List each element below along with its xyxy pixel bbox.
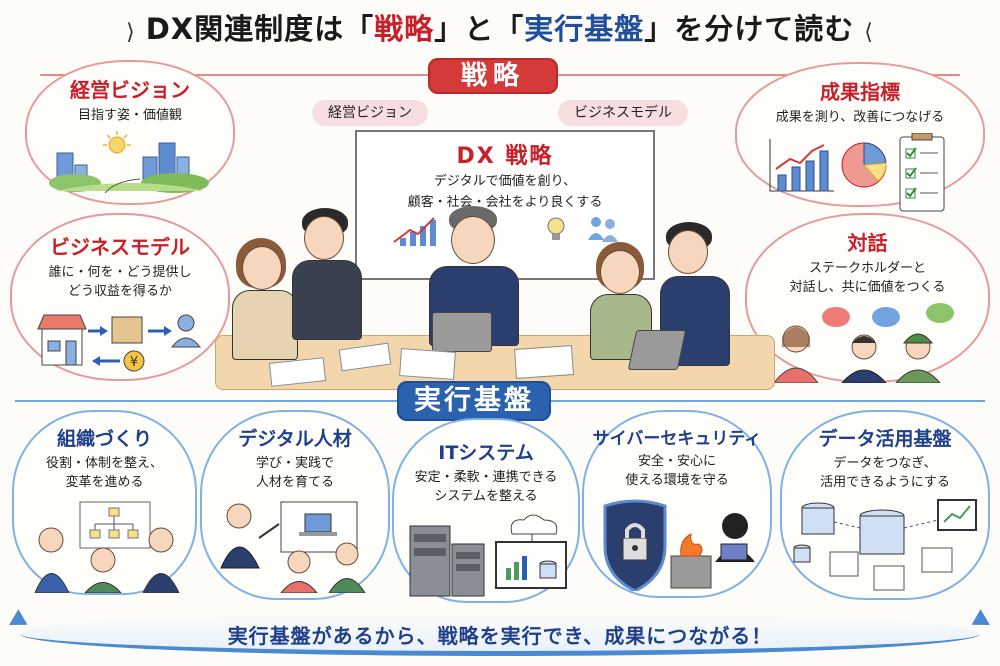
dialogue-title: 対話 [847, 231, 888, 255]
quote-close: 」 [434, 12, 465, 46]
data-platform-title: データ活用基盤 [818, 428, 952, 450]
org-chart-icon [33, 501, 180, 594]
talent-desc-2: 人材を育てる [255, 475, 334, 490]
page-title: ⟩DX関連制度は「戦略」と「実行基盤」を分けて読む⟨ [0, 6, 1000, 48]
org-desc-2: 変革を進める [65, 475, 144, 490]
security-title: サイバーセキュリティ [592, 429, 762, 449]
city-skyline-icon [49, 131, 209, 194]
kpi-bubble: 成果指標 成果を測り、改善につなげる [735, 62, 985, 212]
laptop-right [627, 330, 687, 370]
it-system-bubble: ITシステム 安定・柔軟・連携できる システムを整える [392, 418, 580, 603]
kpi-desc: 成果を測り、改善につなげる [775, 110, 945, 125]
quote-open: 「 [494, 12, 525, 46]
vision-bubble: 経営ビジョン 目指す姿・価値観 [25, 60, 235, 205]
shield-lock-icon [603, 499, 755, 593]
conversation-icon [772, 303, 954, 384]
sparkle-right-icon: ⟨ [864, 20, 874, 45]
sparkle-left-icon: ⟩ [126, 20, 136, 45]
business-model-desc-2: どう収益を得るか [67, 284, 172, 299]
talent-title: デジタル人材 [238, 428, 352, 450]
talent-bubble: デジタル人材 学び・実践で 人材を育てる [200, 410, 390, 600]
title-suffix: を分けて読む [674, 12, 855, 46]
strategy-badge: 戦略 [428, 58, 558, 94]
board-pill-vision: 経営ビジョン [312, 100, 428, 126]
business-model-desc-1: 誰に・何を・どう提供し [48, 265, 192, 280]
store-flow-icon: ¥ [37, 314, 202, 372]
dx-strategy-desc-2: 顧客・社会・会社をより良くする [407, 195, 603, 210]
security-desc-2: 使える環境を守る [625, 473, 729, 488]
title-prefix: DX関連制度は [145, 12, 345, 46]
whiteboard-icons [393, 217, 618, 246]
title-execution-word: 実行基盤 [524, 12, 645, 46]
lightbulb-icon [547, 217, 565, 240]
people-icon [588, 217, 618, 242]
title-strategy-word: 戦略 [374, 12, 435, 46]
dx-strategy-desc-1: デジタルで価値を創り、 [433, 174, 577, 189]
laptop-center [432, 312, 492, 352]
dx-strategy-title: DX 戦略 [456, 144, 554, 169]
it-system-desc-2: システムを整える [434, 489, 538, 504]
vision-title: 経営ビジョン [70, 78, 190, 102]
board-pill-business-model: ビジネスモデル [558, 100, 688, 126]
org-title: 組織づくり [56, 428, 152, 450]
business-model-bubble: ビジネスモデル 誰に・何を・どう提供し どう収益を得るか ¥ [10, 213, 230, 381]
title-conjunction: と [464, 12, 495, 46]
cycle-arc [20, 612, 980, 656]
security-bubble: サイバーセキュリティ 安全・安心に 使える環境を守る [582, 410, 772, 598]
business-model-title: ビジネスモデル [50, 235, 190, 259]
data-platform-desc-1: データをつなぎ、 [833, 456, 937, 471]
data-platform-bubble: データ活用基盤 データをつなぎ、 活用できるようにする [780, 410, 990, 600]
org-desc-1: 役割・体制を整え、 [45, 456, 163, 471]
quote-close: 」 [644, 12, 675, 46]
security-desc-1: 安全・安心に [637, 454, 716, 469]
footer-message: 実行基盤があるから、戦略を実行でき、成果につながる！ [227, 624, 773, 648]
it-system-desc-1: 安定・柔軟・連携できる [414, 470, 558, 485]
data-platform-desc-2: 活用できるようにする [820, 475, 950, 490]
talent-desc-1: 学び・実践で [255, 456, 334, 471]
quote-open: 「 [344, 12, 375, 46]
chart-checklist-icon [769, 132, 945, 212]
execution-badge: 実行基盤 [397, 381, 551, 421]
it-system-title: ITシステム [438, 442, 534, 464]
paper-pie-report [399, 348, 456, 380]
vision-desc: 目指す姿・価値観 [77, 108, 182, 123]
yen-glyph: ¥ [130, 355, 138, 370]
dialogue-desc-1: ステークホルダーと [808, 261, 926, 276]
growth-chart-icon [393, 217, 436, 246]
org-bubble: 組織づくり 役割・体制を整え、 変革を進める [12, 410, 197, 595]
dialogue-desc-2: 対話し、共に価値をつくる [789, 280, 946, 295]
paper-bar-report [514, 345, 574, 379]
server-cloud-icon [409, 514, 567, 597]
kpi-title: 成果指標 [820, 80, 900, 104]
database-network-icon [793, 499, 977, 591]
dialogue-bubble: 対話 ステークホルダーと 対話し、共に価値をつくる [745, 213, 990, 384]
training-icon [219, 501, 366, 594]
